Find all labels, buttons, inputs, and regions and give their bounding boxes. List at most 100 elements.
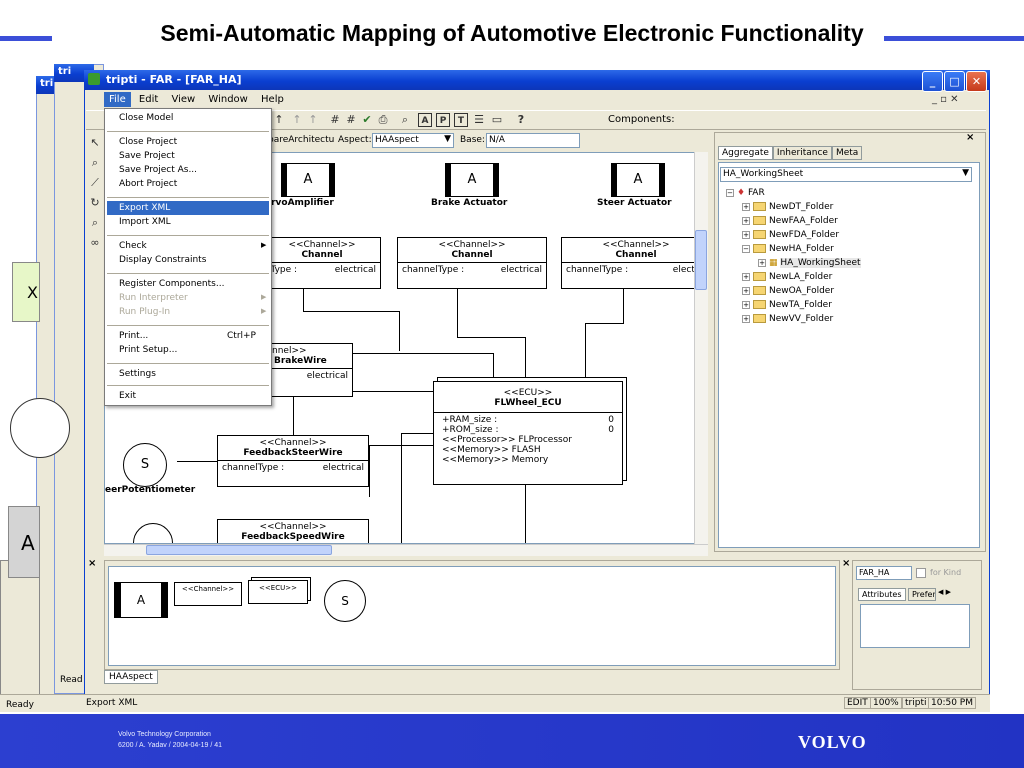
- collapse-icon[interactable]: −: [726, 188, 734, 197]
- hscroll-thumb[interactable]: [146, 545, 332, 555]
- aspect-select[interactable]: HAAspect▼: [372, 133, 454, 148]
- wire: [585, 323, 586, 381]
- menu-item-exit[interactable]: Exit: [119, 391, 137, 401]
- select-tool-icon[interactable]: ↖: [90, 136, 100, 149]
- hash-icon[interactable]: #: [346, 113, 356, 126]
- menu-edit[interactable]: Edit: [138, 94, 159, 105]
- arrow-icon-2[interactable]: ↑: [292, 113, 302, 126]
- brakewire-channel[interactable]: nnel>> BrakeWire electrical: [263, 343, 353, 397]
- channel-1[interactable]: <<Channel>> Channel lType : electrical: [263, 237, 381, 289]
- menu-window[interactable]: Window: [208, 94, 248, 105]
- p-view-icon[interactable]: P: [436, 113, 450, 127]
- tree-item[interactable]: +NewFAA_Folder: [742, 216, 838, 226]
- menu-item-import-xml[interactable]: Import XML: [119, 217, 171, 227]
- part-actuator[interactable]: A: [114, 582, 168, 618]
- expand-icon[interactable]: +: [742, 300, 750, 309]
- tree-item[interactable]: +NewLA_Folder: [742, 272, 833, 282]
- channel-3[interactable]: <<Channel>> Channel channelType : electr…: [561, 237, 707, 289]
- menu-file[interactable]: File: [104, 92, 131, 107]
- close-button[interactable]: ✕: [966, 71, 987, 92]
- list-icon[interactable]: ☰: [474, 113, 484, 126]
- menu-item-print[interactable]: Print...: [119, 331, 149, 341]
- menu-item-display-constraints[interactable]: Display Constraints: [119, 255, 207, 265]
- tree-item[interactable]: +NewTA_Folder: [742, 300, 832, 310]
- menu-item-export-xml[interactable]: Export XML: [119, 203, 171, 213]
- menu-item-check[interactable]: Check: [119, 241, 147, 251]
- part-ecu[interactable]: <<ECU>>: [248, 580, 308, 604]
- actuator-servo[interactable]: A: [281, 163, 335, 197]
- tab-inheritance[interactable]: Inheritance: [772, 146, 832, 160]
- expand-icon[interactable]: +: [742, 216, 750, 225]
- tab-attributes[interactable]: Attributes: [858, 588, 906, 601]
- part-channel[interactable]: <<Channel>>: [174, 582, 242, 606]
- feedback-steer-channel[interactable]: <<Channel>> FeedbackSteerWire channelTyp…: [217, 435, 369, 487]
- vscroll-thumb[interactable]: [695, 230, 707, 290]
- expand-icon[interactable]: +: [742, 286, 750, 295]
- ecu-node[interactable]: <<ECU>> FLWheel_ECU +RAM_size :0 +ROM_si…: [433, 381, 623, 485]
- tree-item[interactable]: +NewOA_Folder: [742, 286, 835, 296]
- actuator-steer[interactable]: A: [611, 163, 665, 197]
- expand-icon[interactable]: +: [742, 230, 750, 239]
- tree-item[interactable]: +NewVV_Folder: [742, 314, 834, 324]
- object-name-field[interactable]: FAR_HA: [856, 566, 912, 580]
- tree-item-selected[interactable]: +▦ HA_WorkingSheet: [758, 258, 861, 268]
- tab-preferences[interactable]: Prefere: [908, 588, 936, 601]
- menu-item-close-project[interactable]: Close Project: [119, 137, 178, 147]
- connect-tool-icon[interactable]: ⟋: [91, 176, 99, 189]
- print-icon[interactable]: ⎙: [378, 113, 388, 126]
- expand-icon[interactable]: +: [742, 202, 750, 211]
- sensor-circle[interactable]: S: [123, 443, 167, 487]
- expand-icon[interactable]: +: [742, 314, 750, 323]
- panel-icon[interactable]: ▭: [491, 113, 503, 126]
- browser-combo[interactable]: HA_WorkingSheet▼: [720, 167, 972, 182]
- channel-2[interactable]: <<Channel>> Channel channelType : electr…: [397, 237, 547, 289]
- expand-icon[interactable]: +: [758, 258, 766, 267]
- menu-help[interactable]: Help: [261, 94, 284, 105]
- set-tool-icon[interactable]: ↻: [90, 196, 100, 209]
- menu-item-save-project-as[interactable]: Save Project As...: [119, 165, 198, 175]
- tree-item[interactable]: −NewHA_Folder: [742, 244, 834, 254]
- menu-item-print-setup[interactable]: Print Setup...: [119, 345, 178, 355]
- collapse-icon[interactable]: −: [742, 244, 750, 253]
- t-view-icon[interactable]: T: [454, 113, 468, 127]
- menu-item-save-project[interactable]: Save Project: [119, 151, 175, 161]
- tree-root[interactable]: −♦ FAR: [726, 188, 765, 198]
- status-zoom: 100%: [870, 697, 902, 709]
- menu-item-abort-project[interactable]: Abort Project: [119, 179, 178, 189]
- chevron-down-icon: ▼: [444, 134, 451, 144]
- search-tool-icon[interactable]: ⌕: [91, 216, 99, 229]
- mdi-controls[interactable]: _ ▫ ✕: [932, 94, 959, 105]
- arrow-icon[interactable]: ↑: [274, 113, 284, 126]
- check-icon[interactable]: ✔: [362, 113, 372, 126]
- sensor-circle-2[interactable]: [133, 523, 173, 543]
- maximize-button[interactable]: □: [944, 71, 965, 92]
- part-sensor[interactable]: S: [324, 580, 366, 622]
- binoculars-icon[interactable]: ⌕: [401, 113, 409, 126]
- arrow-icon-3[interactable]: ↑: [308, 113, 318, 126]
- menu-item-settings[interactable]: Settings: [119, 369, 156, 379]
- actuator-brake[interactable]: A: [445, 163, 499, 197]
- feedback-speed-channel[interactable]: <<Channel>> FeedbackSpeedWire: [217, 519, 369, 543]
- for-kind-checkbox[interactable]: [916, 568, 926, 578]
- expand-icon[interactable]: +: [742, 272, 750, 281]
- tab-haaspect[interactable]: HAAspect: [104, 670, 158, 684]
- menu-view[interactable]: View: [171, 94, 196, 105]
- help-icon[interactable]: ?: [517, 113, 525, 126]
- tree-item[interactable]: +NewFDA_Folder: [742, 230, 840, 240]
- tree-item[interactable]: +NewDT_Folder: [742, 202, 834, 212]
- zoom-tool-icon[interactable]: ⌕: [91, 156, 99, 169]
- browser-close-icon[interactable]: ×: [966, 132, 975, 143]
- wire: [623, 289, 624, 323]
- part-browser-close-icon[interactable]: ×: [88, 558, 97, 569]
- attributes-close-icon[interactable]: ×: [842, 558, 851, 569]
- a-view-icon[interactable]: A: [418, 113, 432, 127]
- canvas-vscrollbar[interactable]: [694, 152, 708, 544]
- grid-icon[interactable]: #: [330, 113, 340, 126]
- visualize-tool-icon[interactable]: ∞: [90, 236, 100, 249]
- minimize-button[interactable]: _: [922, 71, 943, 92]
- tab-scroll-arrows[interactable]: ◀ ▶: [938, 588, 951, 596]
- menu-item-register-components[interactable]: Register Components...: [119, 279, 225, 289]
- tab-aggregate[interactable]: Aggregate: [718, 146, 773, 160]
- menu-item-close-model[interactable]: Close Model: [119, 113, 174, 123]
- tab-meta[interactable]: Meta: [831, 146, 863, 160]
